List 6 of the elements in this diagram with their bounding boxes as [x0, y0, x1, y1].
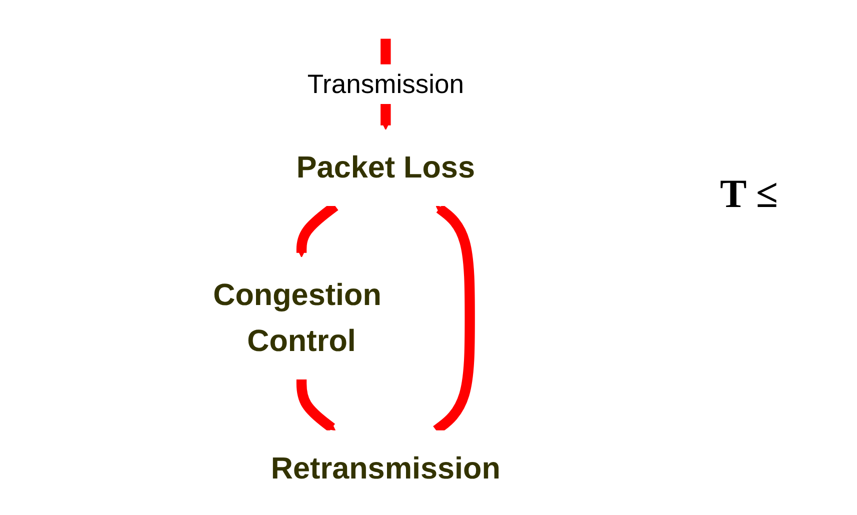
edge-label: Transmission: [307, 68, 464, 99]
node-text: Retransmission: [270, 452, 500, 486]
arrow: [296, 378, 336, 432]
node-text: Packet Loss: [296, 150, 475, 185]
formula-text: T ≤: [720, 170, 778, 217]
node-text: Congestion Control: [213, 278, 382, 358]
